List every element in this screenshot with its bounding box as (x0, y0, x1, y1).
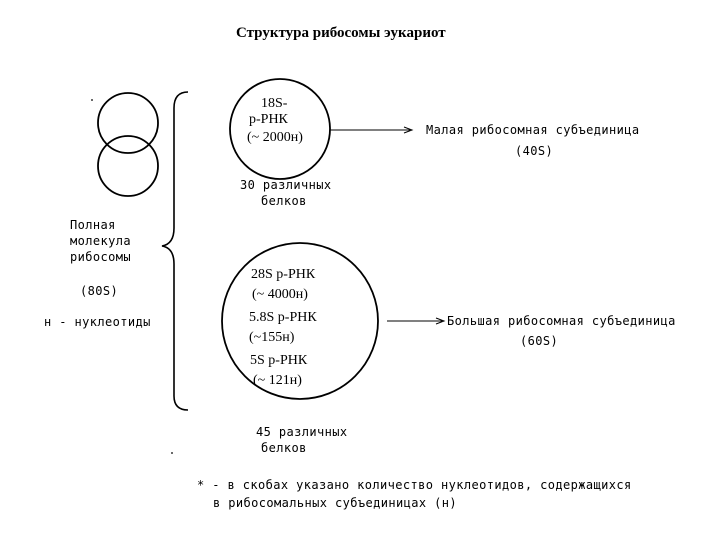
large-subunit-5s-size: (~ 121н) (253, 373, 302, 388)
large-subunit-58s-rrna: 5.8S р-РНК (249, 310, 317, 325)
small-subunit-rrna-line2: р-РНК (249, 112, 288, 127)
whole-ribosome-label-line2: молекула (70, 234, 131, 248)
whole-ribosome-label-line3: рибосомы (70, 250, 131, 264)
scan-dot (171, 452, 173, 454)
small-subunit-circle (229, 78, 331, 180)
large-subunit-58s-size: (~155н) (249, 330, 295, 345)
whole-ribosome-label-line1: Полная (70, 218, 116, 232)
whole-ribosome-sedimentation: (80S) (80, 284, 119, 298)
small-subunit-sedimentation: (40S) (515, 144, 554, 158)
large-subunit-sedimentation: (60S) (520, 334, 559, 348)
large-subunit-name: Большая рибосомная субъединица (447, 314, 676, 328)
small-subunit-rrna-size: (~ 2000н) (247, 130, 303, 145)
large-subunit-proteins-line1: 45 различных (256, 425, 348, 439)
small-subunit-proteins-line2: белков (261, 194, 307, 208)
large-subunit-28s-rrna: 28S р-РНК (251, 267, 316, 282)
large-subunit-circle (221, 242, 379, 400)
footnote-line2: в рибосомальных субъединицах (н) (213, 496, 457, 510)
small-subunit-rrna-line1: 18S- (261, 96, 288, 111)
small-subunit-name: Малая рибосомная субъединица (426, 123, 640, 137)
small-subunit-arrowhead-icon (403, 126, 414, 134)
large-subunit-proteins-line2: белков (261, 441, 307, 455)
large-subunit-arrowhead-icon (435, 317, 446, 325)
large-subunit-5s-rrna: 5S р-РНК (250, 353, 308, 368)
large-subunit-28s-size: (~ 4000н) (252, 287, 308, 302)
nucleotides-unit-note: н - нуклеотиды (44, 315, 151, 329)
ribosome-large-circle-icon (97, 135, 159, 197)
page-title: Структура рибосомы эукариот (236, 25, 446, 41)
footnote-line1: * - в скобах указано количество нуклеоти… (197, 478, 632, 492)
ribosome-small-circle-icon (97, 92, 159, 154)
scan-dot (91, 99, 93, 101)
curly-brace (161, 91, 189, 411)
small-subunit-proteins-line1: 30 различных (240, 178, 332, 192)
